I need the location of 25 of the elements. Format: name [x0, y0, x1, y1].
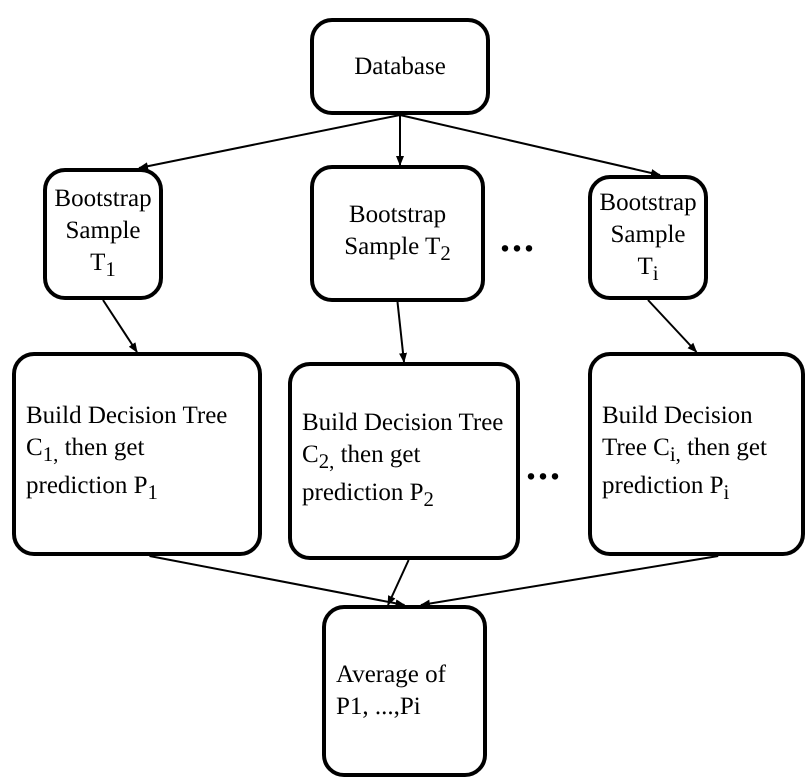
node-text: Bootstrap Sample T$_{i}$	[598, 188, 698, 286]
arrow	[396, 302, 407, 363]
process-box	[588, 175, 708, 300]
arrow	[420, 555, 718, 608]
process-box	[322, 605, 487, 777]
node-text: Build Decision Tree C$_{i,}$ then get prediction P$_{i}$	[601, 401, 768, 506]
arrow	[387, 560, 410, 606]
process-box	[310, 165, 485, 302]
arrow	[396, 115, 404, 166]
process-box	[288, 362, 520, 560]
node-text: Build Decision Tree C$_{2,}$ then get prediction P$_{2}$	[301, 408, 504, 513]
process-box	[43, 168, 163, 300]
node-text: Average of P1, ...,Pi	[335, 660, 447, 722]
process-box	[310, 18, 490, 115]
arrow	[149, 555, 406, 608]
node-text: Build Decision Tree C$_{1,}$ then get prediction P$_{1}$	[25, 401, 228, 506]
arrow	[647, 299, 698, 353]
arrow	[102, 299, 138, 353]
process-box	[12, 352, 262, 556]
node-text: Bootstrap Sample T$_{2}$	[343, 200, 452, 266]
node-text: Bootstrap Sample T$_{1}$	[53, 184, 153, 283]
arrow	[138, 114, 400, 170]
process-box	[588, 352, 805, 556]
node-text: Database	[353, 52, 447, 82]
arrow	[400, 114, 661, 177]
